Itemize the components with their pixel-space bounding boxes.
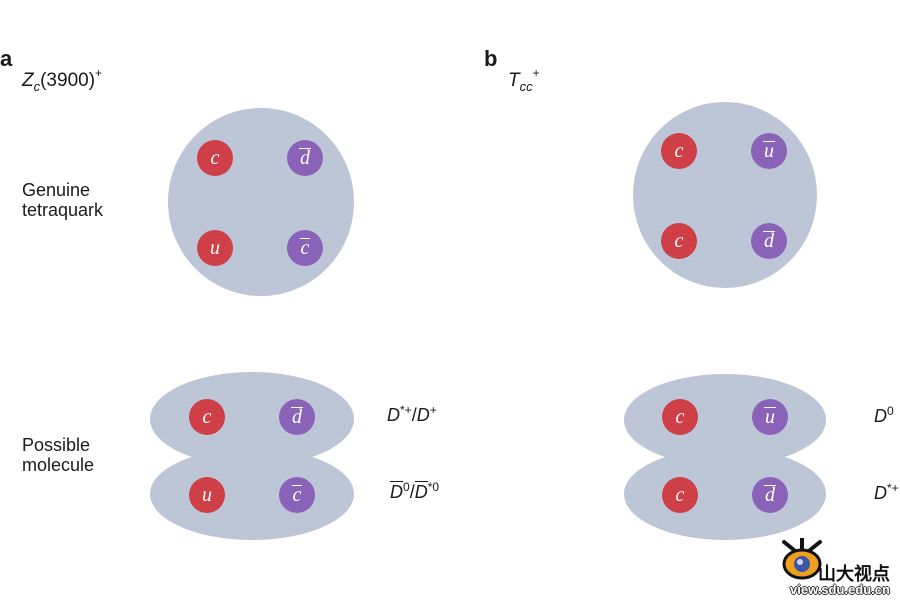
panel-a-label: a <box>0 46 13 71</box>
panel-b-title: Tcc+ <box>508 66 540 94</box>
watermark-text: 山大视点 <box>818 564 890 584</box>
antiquark-d: d <box>287 140 323 176</box>
antiquark-c: c <box>279 477 315 513</box>
watermark-url: view.sdu.edu.cn <box>790 582 890 597</box>
meson-label-b-bottom: D*+ <box>874 481 899 503</box>
row-label-possible-molecule: Possible molecule <box>22 435 95 475</box>
quark-c: c <box>189 399 225 435</box>
quark-c: c <box>661 133 697 169</box>
meson-blob-a-bottom <box>150 448 354 540</box>
antiquark-d: d <box>279 399 315 435</box>
panel-b-label: b <box>484 46 498 71</box>
quark-c: c <box>662 399 698 435</box>
meson-label-b-top: D0 <box>874 404 894 426</box>
meson-label-a-bottom: D0/D*0 <box>390 480 440 502</box>
quark-u: u <box>197 230 233 266</box>
quark-c: c <box>197 140 233 176</box>
meson-blob-b-bottom <box>624 448 826 540</box>
quark-u: u <box>189 477 225 513</box>
antiquark-u: u <box>751 133 787 169</box>
antiquark-d: d <box>752 477 788 513</box>
panel-a-title: Zc(3900)+ <box>22 66 103 94</box>
tetraquark-blob-a <box>168 108 354 296</box>
quark-c: c <box>661 223 697 259</box>
quark-c: c <box>662 477 698 513</box>
antiquark-u: u <box>752 399 788 435</box>
watermark-logo-icon <box>780 536 824 584</box>
antiquark-d: d <box>751 223 787 259</box>
antiquark-c: c <box>287 230 323 266</box>
row-label-genuine-tetraquark: Genuine tetraquark <box>22 180 104 220</box>
meson-label-a-top: D*+/D+ <box>387 403 437 425</box>
tetraquark-blob-b <box>633 102 817 288</box>
